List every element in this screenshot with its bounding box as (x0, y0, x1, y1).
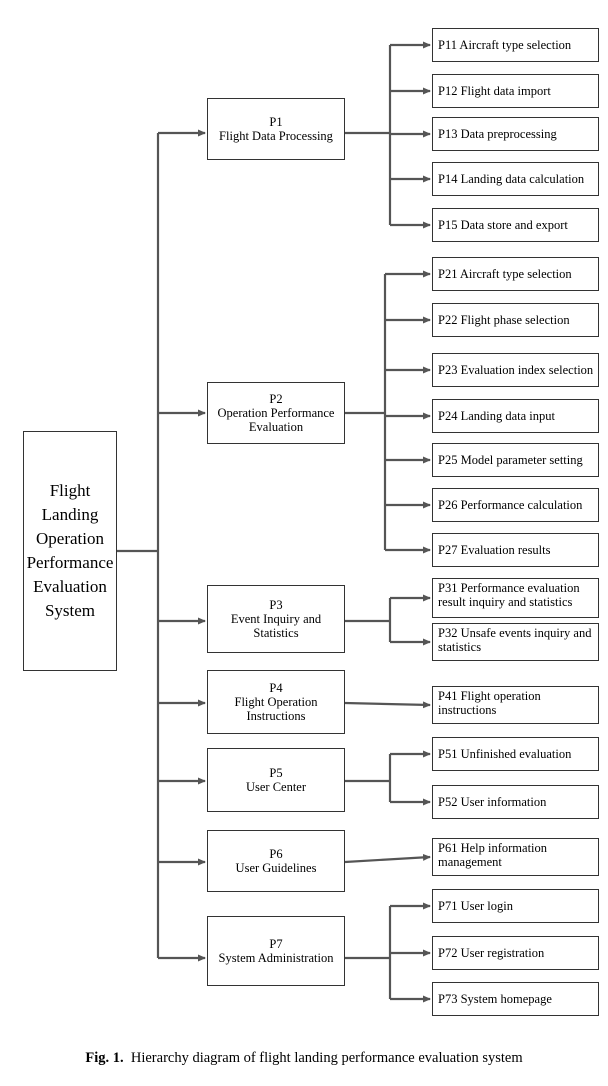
leaf-node-p27: P27 Evaluation results (432, 533, 599, 567)
leaf-node-p15: P15 Data store and export (432, 208, 599, 242)
leaf-node-p31: P31 Performance evaluation result inquir… (432, 578, 599, 618)
leaf-node-p61: P61 Help information management (432, 838, 599, 876)
leaf-node-p22: P22 Flight phase selection (432, 303, 599, 337)
leaf-node-p14: P14 Landing data calculation (432, 162, 599, 196)
root-line: Landing (41, 505, 99, 524)
leaf-node-p41: P41 Flight operation instructions (432, 686, 599, 724)
caption-text: Hierarchy diagram of flight landing perf… (130, 1050, 523, 1066)
module-title: Flight Operation (234, 695, 318, 709)
leaf-node-p21: P21 Aircraft type selection (432, 257, 599, 291)
figure-caption: Fig. 1. Hierarchy diagram of flight land… (0, 1050, 608, 1067)
module-id: P1 (269, 115, 283, 129)
leaf-node-p23: P23 Evaluation index selection (432, 353, 599, 387)
leaf-node-p73: P73 System homepage (432, 982, 599, 1016)
module-id: P3 (269, 598, 283, 612)
module-title: Event Inquiry and (230, 612, 322, 626)
module-id: P2 (269, 392, 283, 406)
leaf-node-p24: P24 Landing data input (432, 399, 599, 433)
arrow-connector (344, 853, 431, 864)
leaf-node-p32: P32 Unsafe events inquiry and statistics (432, 623, 599, 661)
caption-label: Fig. 1. (85, 1050, 124, 1066)
module-id: P4 (269, 681, 283, 695)
root-line: Evaluation (33, 577, 107, 596)
module-id: P7 (269, 937, 283, 951)
leaf-node-p26: P26 Performance calculation (432, 488, 599, 522)
leaf-node-p72: P72 User registration (432, 936, 599, 970)
root-line: Flight (49, 481, 91, 500)
module-node-p1: P1 Flight Data Processing (207, 98, 345, 160)
root-line: Performance (26, 553, 114, 572)
module-node-p4: P4 Flight Operation Instructions (207, 670, 345, 734)
module-title: Statistics (253, 626, 299, 640)
module-title: User Center (245, 780, 307, 794)
root-line: Operation (36, 529, 104, 548)
module-title: System Administration (218, 951, 334, 965)
module-id: P5 (269, 766, 283, 780)
leaf-node-p52: P52 User information (432, 785, 599, 819)
leaf-node-p71: P71 User login (432, 889, 599, 923)
module-node-p3: P3 Event Inquiry and Statistics (207, 585, 345, 653)
root-line: System (44, 601, 96, 620)
module-title: User Guidelines (235, 861, 317, 875)
leaf-node-p25: P25 Model parameter setting (432, 443, 599, 477)
module-node-p2: P2 Operation Performance Evaluation (207, 382, 345, 444)
module-title: Operation Performance (217, 406, 335, 420)
root-node: Flight Landing Operation Performance Eva… (23, 431, 117, 671)
arrow-connector (344, 701, 431, 709)
module-node-p7: P7 System Administration (207, 916, 345, 986)
module-title: Instructions (246, 709, 306, 723)
module-title: Evaluation (248, 420, 304, 434)
module-id: P6 (269, 847, 283, 861)
leaf-node-p51: P51 Unfinished evaluation (432, 737, 599, 771)
leaf-node-p11: P11 Aircraft type selection (432, 28, 599, 62)
leaf-node-p12: P12 Flight data import (432, 74, 599, 108)
leaf-node-p13: P13 Data preprocessing (432, 117, 599, 151)
module-title: Flight Data Processing (219, 129, 333, 143)
module-node-p5: P5 User Center (207, 748, 345, 812)
module-node-p6: P6 User Guidelines (207, 830, 345, 892)
